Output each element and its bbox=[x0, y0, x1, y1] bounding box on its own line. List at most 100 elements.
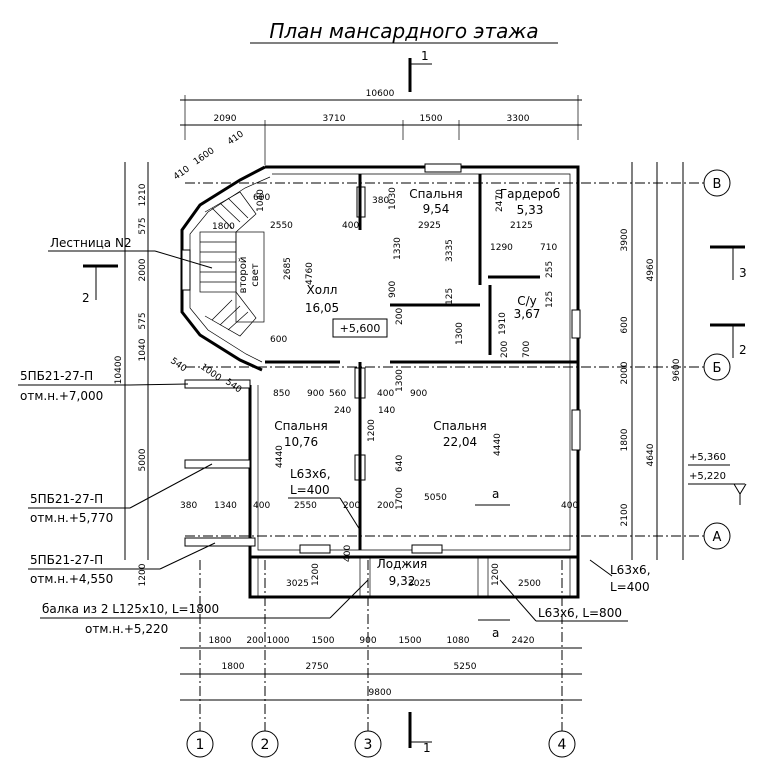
svg-text:380: 380 bbox=[180, 501, 197, 511]
svg-text:2500: 2500 bbox=[518, 579, 541, 589]
svg-text:А: А bbox=[713, 530, 722, 545]
svg-text:380: 380 bbox=[372, 196, 389, 206]
svg-text:400: 400 bbox=[377, 389, 394, 399]
svg-text:9,54: 9,54 bbox=[423, 202, 450, 216]
axis-bubble-v: В bbox=[703, 169, 731, 197]
svg-text:1000: 1000 bbox=[267, 636, 290, 646]
beam-note-3: 5ПБ21-27-П отм.н.+4,550 bbox=[28, 542, 216, 586]
svg-text:1030: 1030 bbox=[388, 187, 398, 210]
svg-text:125: 125 bbox=[445, 288, 455, 305]
svg-text:1340: 1340 bbox=[214, 501, 237, 511]
svg-text:2: 2 bbox=[739, 343, 747, 357]
svg-text:3900: 3900 bbox=[620, 228, 630, 251]
second-light-void: второй свет bbox=[235, 231, 265, 323]
svg-text:отм.н.+5,770: отм.н.+5,770 bbox=[30, 511, 113, 525]
svg-text:3,67: 3,67 bbox=[514, 307, 541, 321]
svg-text:600: 600 bbox=[620, 316, 630, 333]
svg-text:1800: 1800 bbox=[620, 428, 630, 451]
svg-text:700: 700 bbox=[522, 341, 532, 358]
svg-text:22,04: 22,04 bbox=[443, 435, 477, 449]
svg-text:240: 240 bbox=[334, 406, 351, 416]
svg-text:1210: 1210 bbox=[138, 183, 148, 206]
section-mark-3-right: 3 bbox=[710, 245, 747, 280]
svg-text:5050: 5050 bbox=[424, 493, 447, 503]
svg-text:3710: 3710 bbox=[323, 114, 346, 124]
svg-text:4960: 4960 bbox=[646, 258, 656, 281]
svg-text:9,32: 9,32 bbox=[389, 574, 416, 588]
svg-text:4440: 4440 bbox=[493, 433, 503, 456]
svg-text:а: а bbox=[492, 626, 499, 640]
angle-note-2: L63x6, L=400 bbox=[589, 559, 651, 594]
svg-text:5000: 5000 bbox=[138, 448, 148, 471]
svg-text:255: 255 bbox=[545, 261, 555, 278]
svg-text:640: 640 bbox=[395, 455, 405, 472]
level-mark: +5,360 +5,220 bbox=[688, 452, 747, 505]
svg-text:1: 1 bbox=[423, 741, 431, 755]
plan-title: План мансардного этажа bbox=[269, 19, 538, 43]
svg-text:2685: 2685 bbox=[283, 257, 293, 280]
angle-note-3: L63x6, L=800 bbox=[499, 579, 628, 622]
svg-text:3300: 3300 bbox=[507, 114, 530, 124]
svg-text:1080: 1080 bbox=[447, 636, 470, 646]
svg-text:575: 575 bbox=[138, 312, 148, 329]
svg-text:Лестница N2: Лестница N2 bbox=[50, 236, 132, 250]
room-wardrobe: Гардероб 5,33 bbox=[500, 187, 560, 217]
svg-text:2100: 2100 bbox=[620, 503, 630, 526]
svg-text:125: 125 bbox=[545, 291, 555, 308]
top-dimensions: 10600 2090 3710 1500 3300 bbox=[180, 89, 582, 165]
svg-text:1300: 1300 bbox=[455, 322, 465, 345]
svg-text:1800: 1800 bbox=[222, 662, 245, 672]
svg-text:Б: Б bbox=[713, 361, 722, 376]
svg-text:2090: 2090 bbox=[214, 114, 237, 124]
svg-text:Спальня: Спальня bbox=[274, 419, 327, 433]
svg-text:1200: 1200 bbox=[367, 419, 377, 442]
svg-text:575: 575 bbox=[138, 217, 148, 234]
svg-text:200: 200 bbox=[395, 308, 405, 325]
svg-text:140: 140 bbox=[378, 406, 395, 416]
svg-text:Лоджия: Лоджия bbox=[377, 557, 428, 571]
svg-text:1200: 1200 bbox=[491, 563, 501, 586]
loggia bbox=[248, 555, 580, 599]
svg-text:200: 200 bbox=[246, 636, 263, 646]
svg-text:3335: 3335 bbox=[445, 239, 455, 262]
svg-text:2750: 2750 bbox=[306, 662, 329, 672]
room-bathroom: С/у 3,67 bbox=[514, 294, 541, 321]
svg-text:900: 900 bbox=[410, 389, 427, 399]
svg-text:1: 1 bbox=[196, 737, 205, 753]
interior-walls bbox=[265, 174, 578, 550]
svg-text:С/у: С/у bbox=[517, 294, 537, 308]
svg-text:200: 200 bbox=[343, 501, 360, 511]
svg-text:1800: 1800 bbox=[209, 636, 232, 646]
svg-text:400: 400 bbox=[343, 545, 353, 562]
svg-text:5ПБ21-27-П: 5ПБ21-27-П bbox=[30, 492, 103, 506]
svg-text:400: 400 bbox=[561, 501, 578, 511]
svg-text:L63x6,: L63x6, bbox=[290, 467, 331, 481]
right-dimensions: 3900 600 2000 1800 2100 4960 4640 9600 bbox=[620, 162, 684, 560]
svg-text:1500: 1500 bbox=[312, 636, 335, 646]
stair-label: Лестница N2 bbox=[48, 236, 213, 269]
svg-text:9600: 9600 bbox=[672, 358, 682, 381]
svg-text:1200: 1200 bbox=[311, 563, 321, 586]
svg-text:отм.н.+5,220: отм.н.+5,220 bbox=[85, 622, 168, 636]
svg-text:2125: 2125 bbox=[510, 221, 533, 231]
svg-text:200: 200 bbox=[377, 501, 394, 511]
svg-text:1910: 1910 bbox=[498, 312, 508, 335]
svg-text:Гардероб: Гардероб bbox=[500, 187, 560, 201]
angle-note-1: L63x6, L=400 bbox=[288, 467, 361, 531]
svg-text:5ПБ21-27-П: 5ПБ21-27-П bbox=[20, 369, 93, 383]
beam-note-1: 5ПБ21-27-П отм.н.+7,000 bbox=[18, 369, 189, 403]
svg-text:3: 3 bbox=[364, 737, 373, 753]
windows bbox=[181, 163, 581, 554]
svg-text:+5,220: +5,220 bbox=[689, 471, 726, 482]
svg-text:3025: 3025 bbox=[408, 579, 431, 589]
svg-text:а: а bbox=[492, 487, 499, 501]
section-mark-1-bottom: 1 bbox=[408, 712, 432, 755]
svg-text:В: В bbox=[713, 177, 722, 192]
svg-text:1500: 1500 bbox=[399, 636, 422, 646]
svg-text:1: 1 bbox=[421, 49, 429, 63]
grid-axes bbox=[185, 182, 705, 740]
room-bedroom-3: Спальня 22,04 bbox=[433, 419, 486, 449]
svg-text:3: 3 bbox=[739, 266, 747, 280]
room-hall: Холл 16,05 bbox=[305, 283, 339, 315]
